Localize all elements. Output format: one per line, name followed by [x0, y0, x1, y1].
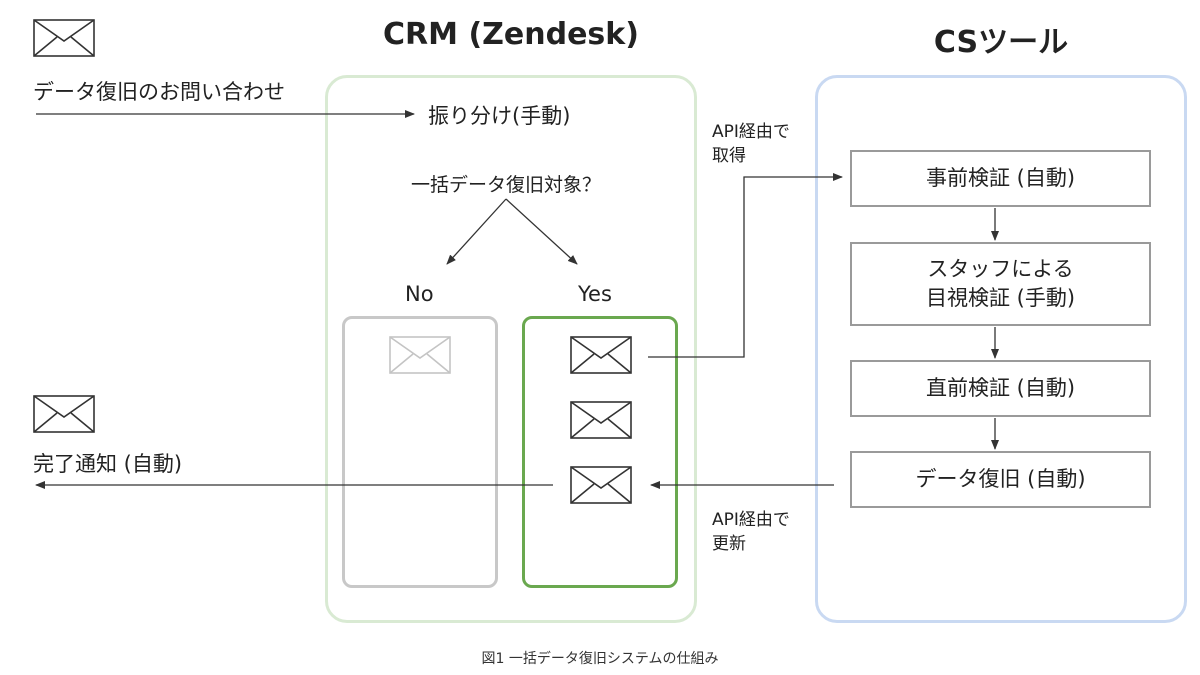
step-data-recovery: データ復旧 (自動)	[850, 451, 1151, 508]
step-label: スタッフによる	[927, 257, 1074, 281]
envelope-icon	[570, 336, 632, 374]
arrow-fetch-to-cs-tool	[648, 173, 843, 358]
api-fetch-line-1: API経由で	[712, 122, 790, 142]
triage-label: 振り分け(手動)	[428, 104, 571, 128]
step-final-verification: 直前検証 (自動)	[850, 360, 1151, 417]
api-update-line-1: API経由で	[712, 510, 790, 530]
step-label: 目視検証 (手動)	[925, 286, 1076, 310]
yes-bin	[522, 316, 678, 588]
question-label: 一括データ復旧対象？	[411, 174, 602, 196]
envelope-icon	[570, 401, 632, 439]
envelope-icon	[33, 19, 95, 57]
inquiry-label: データ復旧のお問い合わせ	[33, 80, 285, 104]
envelope-icon	[570, 466, 632, 504]
api-fetch-line-2: 取得	[712, 146, 746, 166]
yes-label: Yes	[578, 282, 612, 306]
step-label: データ復旧 (自動)	[915, 467, 1086, 491]
api-update-line-2: 更新	[712, 534, 746, 554]
step-visual-inspection: スタッフによる 目視検証 (手動)	[850, 242, 1151, 326]
no-bin	[342, 316, 498, 588]
step-pre-verification: 事前検証 (自動)	[850, 150, 1151, 207]
figure-caption: 図1 一括データ復旧システムの仕組み	[481, 651, 719, 667]
envelope-icon	[389, 336, 451, 374]
arrow-question-to-yes	[505, 198, 578, 265]
no-label: No	[405, 282, 434, 306]
envelope-icon	[33, 395, 95, 433]
cs-tool-group	[815, 75, 1187, 623]
step-label: 直前検証 (自動)	[925, 376, 1076, 400]
crm-title: CRM (Zendesk)	[383, 17, 639, 52]
api-update-label: API経由で 更新	[712, 508, 790, 556]
api-fetch-label: API経由で 取得	[712, 120, 790, 168]
notification-label: 完了通知 (自動)	[33, 452, 183, 476]
step-label: 事前検証 (自動)	[925, 166, 1076, 190]
arrow-question-to-no	[446, 198, 507, 265]
cs-tool-title: CSツール	[933, 25, 1069, 60]
crm-group	[325, 75, 697, 623]
